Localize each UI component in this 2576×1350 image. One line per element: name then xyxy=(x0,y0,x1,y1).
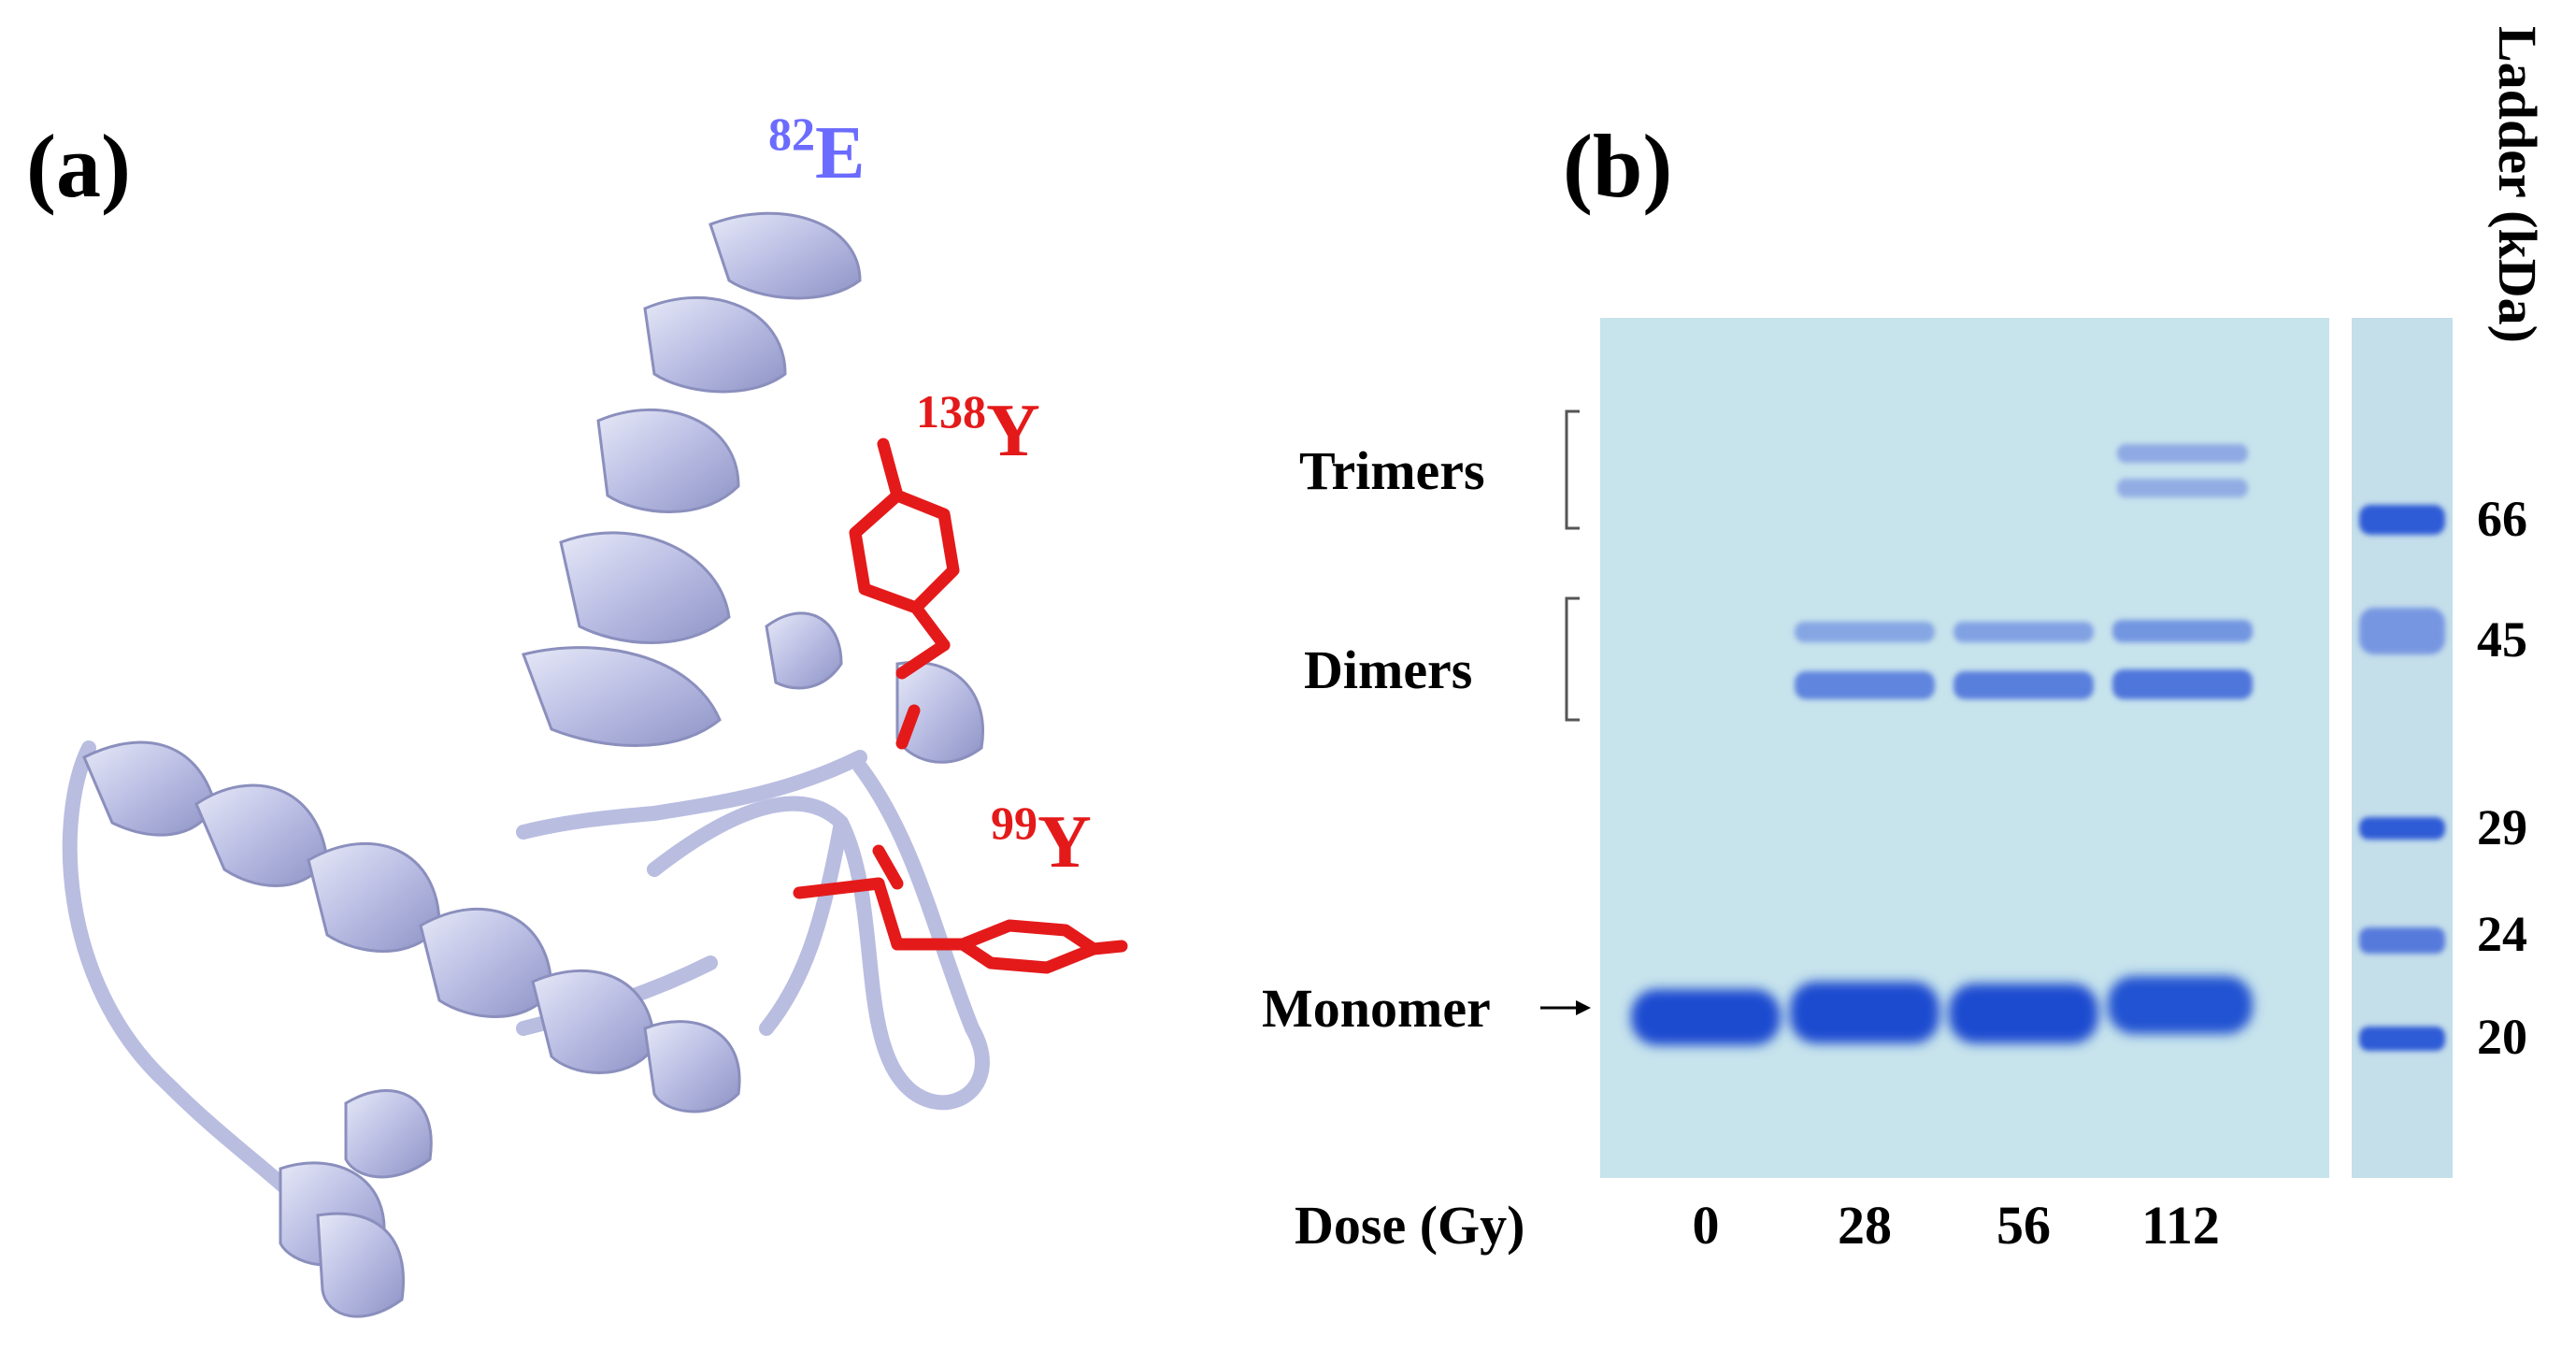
ladder-band-24 xyxy=(2359,927,2445,954)
monomer-band-0 xyxy=(1631,989,1781,1045)
residue-label-y99: 99Y xyxy=(991,799,1092,880)
dimer-upper-56 xyxy=(1953,622,2094,642)
dimers-bracket xyxy=(1565,596,1580,722)
dose-label-56: 56 xyxy=(1996,1195,2051,1256)
ladder-mark-45: 45 xyxy=(2477,611,2527,668)
panel-b-label: (b) xyxy=(1563,116,1673,216)
monomer-arrow-head xyxy=(1576,1000,1591,1015)
ladder-band-66 xyxy=(2359,505,2445,535)
ladder-band-20 xyxy=(2359,1027,2445,1051)
dimer-upper-28 xyxy=(1795,622,1935,642)
residue-y138-number: 138 xyxy=(916,385,986,438)
trimers-label: Trimers xyxy=(1299,440,1485,501)
residue-y99-number: 99 xyxy=(991,797,1038,849)
residue-y99-letter: Y xyxy=(1038,801,1092,883)
panel-a-label: (a) xyxy=(26,116,131,216)
monomer-band-28 xyxy=(1790,982,1939,1043)
ladder-mark-20: 20 xyxy=(2477,1009,2527,1065)
ladder-band-29 xyxy=(2359,817,2445,840)
ribbon-helix-lower xyxy=(82,740,741,1318)
trimers-bracket xyxy=(1565,409,1580,530)
ladder-mark-29: 29 xyxy=(2477,799,2527,855)
ladder-title: Ladder (kDa) xyxy=(2487,26,2548,343)
tyrosine-sidechains xyxy=(793,438,1128,974)
monomer-band-112 xyxy=(2108,976,2253,1034)
dose-label-0: 0 xyxy=(1692,1195,1720,1256)
residue-e82-number: 82 xyxy=(768,108,815,160)
ladder-mark-24: 24 xyxy=(2477,906,2527,962)
trimer-bands xyxy=(2117,444,2248,497)
trimer-lower-112 xyxy=(2117,479,2248,497)
monomer-band-56 xyxy=(1949,984,2098,1043)
dimer-lower-28 xyxy=(1795,671,1935,699)
dose-label-112: 112 xyxy=(2141,1195,2220,1256)
ladder-band-45 xyxy=(2359,608,2445,654)
dimer-lower-112 xyxy=(2112,669,2253,699)
monomer-label: Monomer xyxy=(1262,978,1491,1039)
residue-e82-letter: E xyxy=(815,112,866,194)
dimer-bands xyxy=(1795,620,2253,699)
dose-label-28: 28 xyxy=(1838,1195,1892,1256)
ladder-bands xyxy=(2359,505,2445,1051)
monomer-bands xyxy=(1631,976,2253,1045)
residue-y138-letter: Y xyxy=(986,390,1040,472)
residue-label-y138: 138Y xyxy=(916,388,1040,468)
dimer-lower-56 xyxy=(1953,671,2094,699)
ribbon-helix-upper xyxy=(522,211,984,764)
dimers-label: Dimers xyxy=(1304,639,1473,700)
ladder-mark-66: 66 xyxy=(2477,491,2527,547)
residue-label-e82: 82E xyxy=(768,110,865,191)
trimer-upper-112 xyxy=(2117,444,2248,463)
dose-title: Dose (Gy) xyxy=(1295,1195,1525,1256)
dimer-upper-112 xyxy=(2112,620,2253,642)
